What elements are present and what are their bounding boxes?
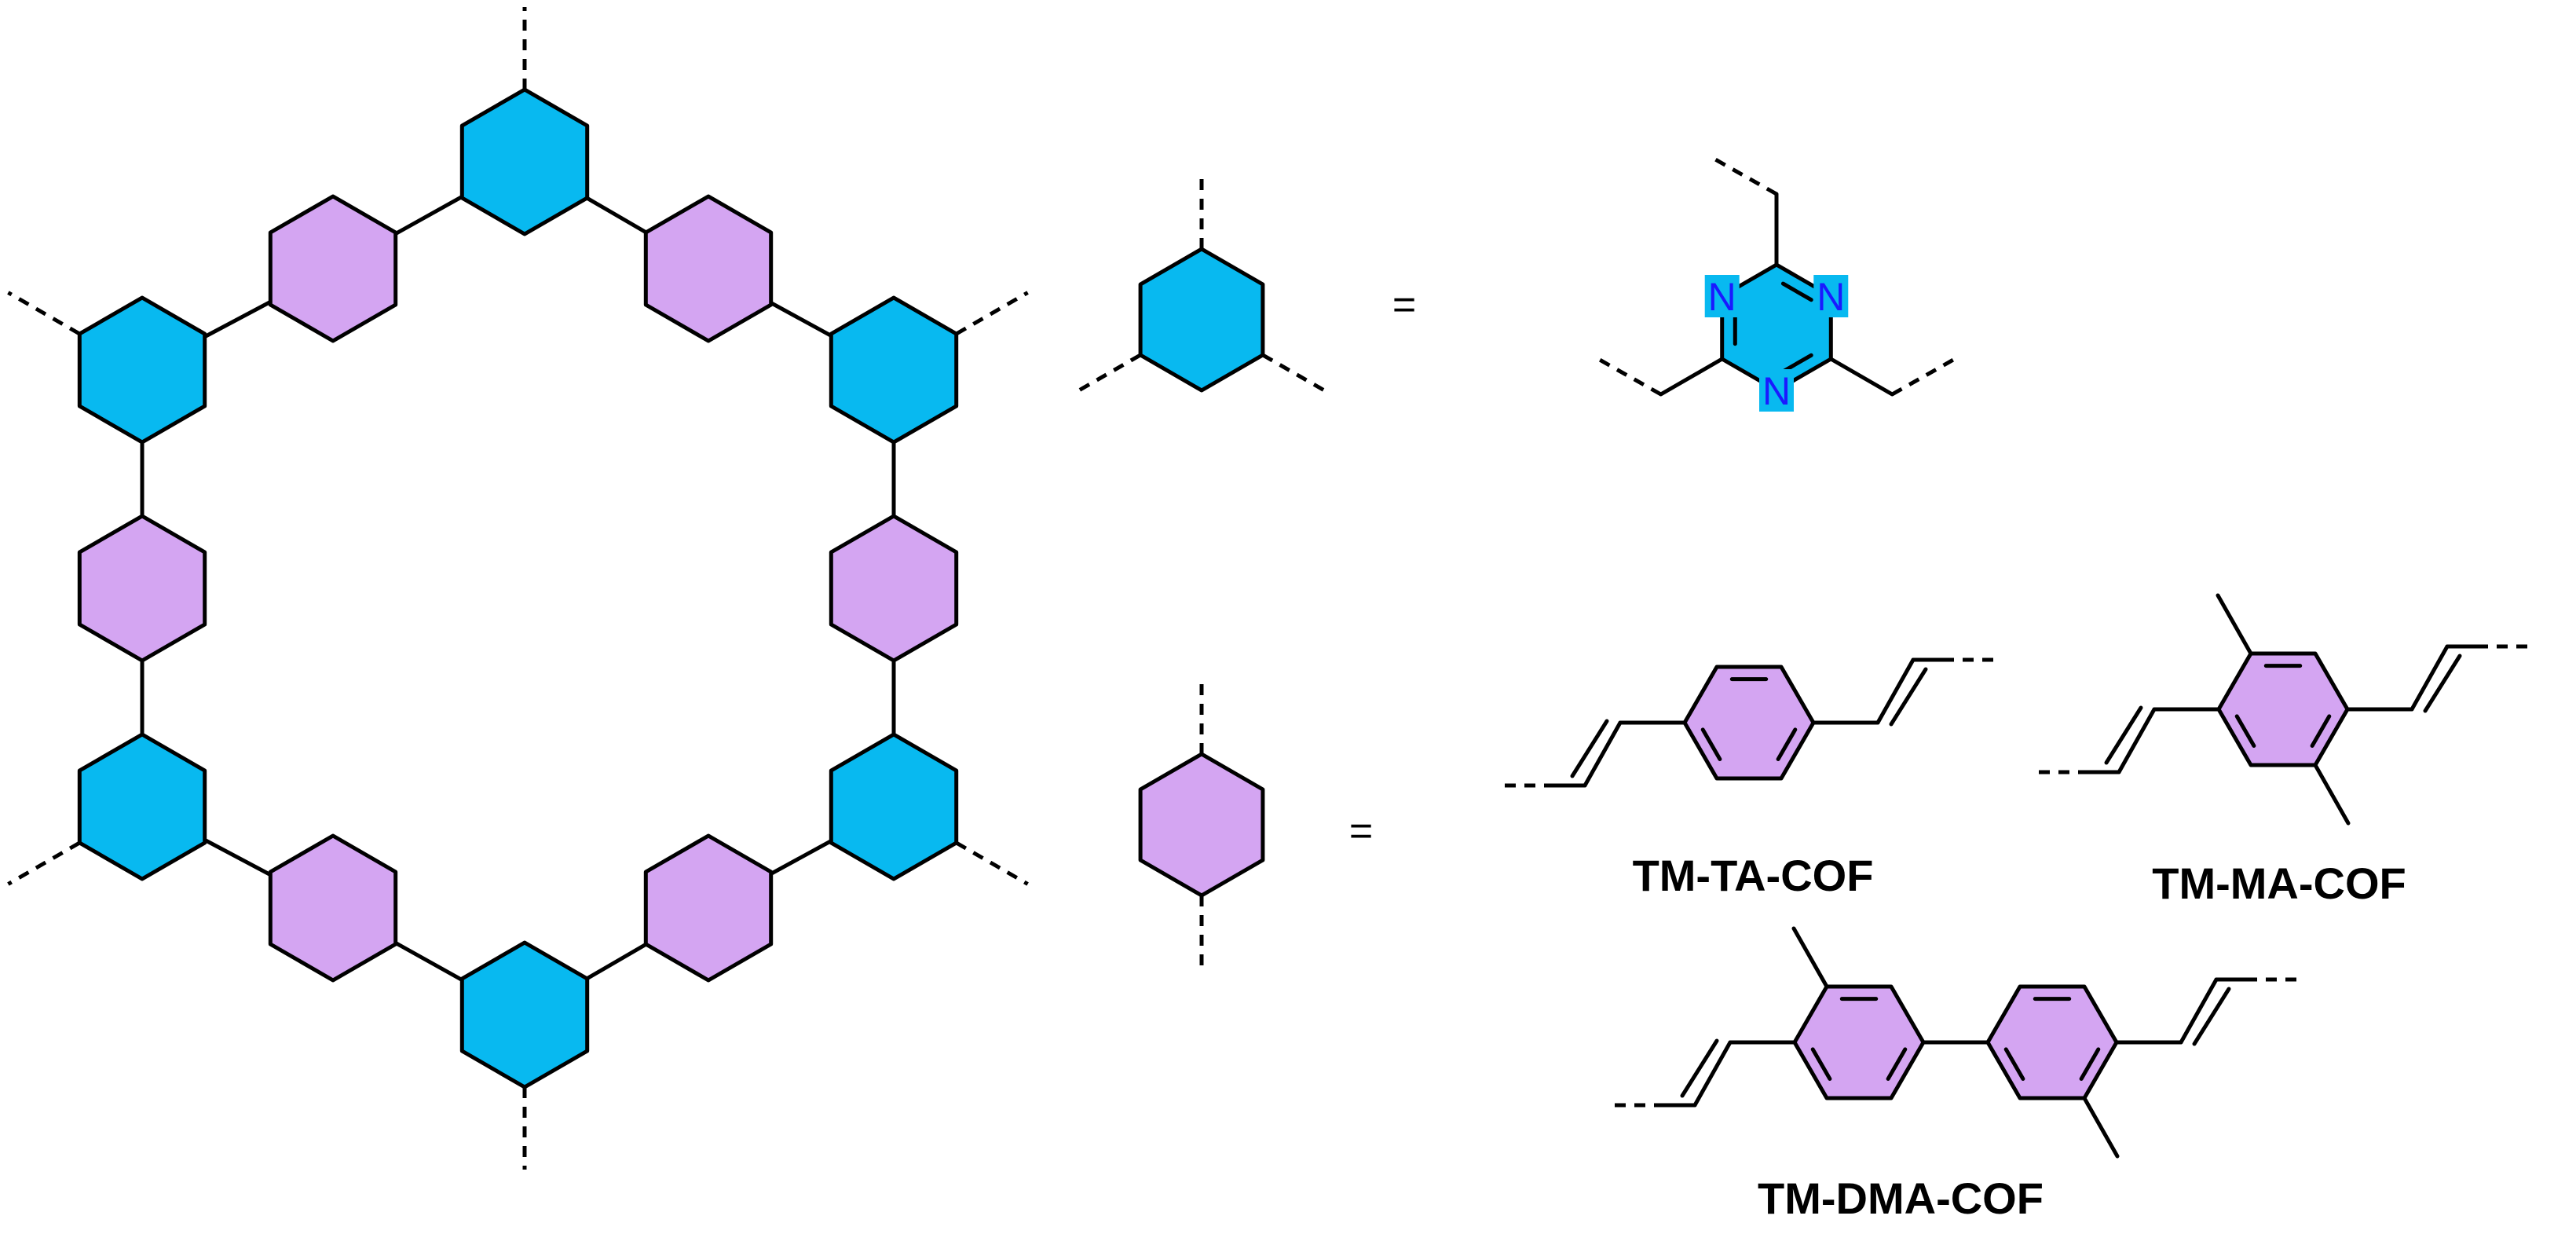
inner-double-bond bbox=[2234, 714, 2256, 748]
ta-left-bond-2b bbox=[1570, 719, 1609, 778]
node-hexagon bbox=[829, 732, 959, 881]
ma-right-bond-2 bbox=[2410, 644, 2450, 712]
linker-hexagon bbox=[829, 514, 959, 663]
label-tm-ma-cof: TM-MA-COF bbox=[2152, 859, 2406, 908]
ta-ring bbox=[1682, 665, 1816, 781]
ma-linker-structure bbox=[2031, 593, 2535, 826]
linker-legend bbox=[1138, 676, 1265, 974]
triazine-dash-left bbox=[1593, 354, 1662, 397]
atom-label-backdrop bbox=[1759, 369, 1794, 412]
triazine-node-structure: N N N bbox=[1593, 154, 1960, 413]
inner-double-bond bbox=[1810, 1047, 1832, 1081]
dma-methyl-bottom bbox=[2082, 1096, 2120, 1159]
dma-left-bond-2b bbox=[1680, 1038, 1719, 1098]
network-dangling-bond bbox=[955, 291, 1029, 336]
legend-node-dash-left bbox=[1076, 353, 1142, 394]
dma-right-bond-2b bbox=[2192, 987, 2231, 1046]
ma-methyl-bottom bbox=[2313, 763, 2351, 826]
label-tm-ta-cof: TM-TA-COF bbox=[1633, 851, 1874, 900]
ma-methyl-top bbox=[2216, 593, 2253, 656]
linker-hexagon bbox=[643, 194, 774, 343]
dma-ring-right-ring bbox=[1985, 984, 2119, 1100]
ta-linker-structure bbox=[1497, 657, 2001, 788]
triazine-bond-left bbox=[1659, 357, 1725, 397]
label-tm-dma-cof: TM-DMA-COF bbox=[1758, 1174, 2044, 1223]
linker-hexagon bbox=[77, 514, 207, 663]
node-legend bbox=[1076, 174, 1327, 394]
ma-ring bbox=[2216, 651, 2350, 767]
ma-left-bond-2 bbox=[2117, 707, 2157, 774]
ma-right-bond-2b bbox=[2423, 654, 2462, 713]
equals-sign-linker: = bbox=[1349, 808, 1373, 854]
nitrogen-atom-left: N bbox=[1708, 275, 1736, 319]
nitrogen-atom-bottom: N bbox=[1762, 369, 1791, 413]
node-hexagon bbox=[459, 940, 590, 1089]
triazine-bond-right bbox=[1828, 357, 1894, 397]
triazine-dash-top bbox=[1708, 154, 1778, 196]
network-dangling-bond bbox=[7, 840, 81, 886]
inner-double-bond bbox=[2079, 1047, 2101, 1081]
inner-double-bond bbox=[2310, 714, 2332, 748]
ta-right-bond-2b bbox=[1889, 667, 1928, 727]
node-hexagon bbox=[77, 732, 207, 881]
legend-node-hexagon bbox=[1138, 247, 1265, 393]
inner-double-bond bbox=[1776, 727, 1798, 761]
ta-left-bond-2 bbox=[1583, 720, 1623, 788]
linker-hexagon bbox=[643, 833, 774, 983]
equals-sign-node: = bbox=[1392, 282, 1416, 328]
triazine-dash-right bbox=[1891, 354, 1960, 397]
dma-left-bond-2 bbox=[1692, 1040, 1733, 1108]
legend-linker-hexagon bbox=[1138, 752, 1265, 898]
network-dangling-bond bbox=[955, 840, 1029, 886]
inner-double-bond bbox=[1780, 353, 1813, 374]
inner-double-bond bbox=[1886, 1047, 1908, 1081]
linker-hexagon bbox=[268, 833, 398, 983]
node-hexagon bbox=[829, 295, 959, 445]
ta-right-bond-2 bbox=[1875, 657, 1916, 725]
nitrogen-atom-right: N bbox=[1817, 275, 1845, 319]
node-hexagon bbox=[459, 87, 590, 236]
ma-left-bond-2b bbox=[2104, 705, 2143, 765]
inner-double-bond bbox=[1780, 281, 1813, 302]
atom-label-backdrop bbox=[1704, 275, 1740, 317]
inner-double-bond bbox=[1700, 727, 1722, 761]
hexagonal-cof-network bbox=[7, 7, 1029, 1170]
atom-label-backdrop bbox=[1813, 275, 1849, 317]
dma-ring-left-ring bbox=[1792, 984, 1926, 1100]
dma-right-bond-2 bbox=[2179, 977, 2219, 1045]
linker-hexagon bbox=[268, 194, 398, 343]
dma-methyl-top bbox=[1791, 926, 1829, 989]
dma-linker-structure bbox=[1607, 926, 2304, 1159]
node-hexagon bbox=[77, 295, 207, 445]
inner-double-bond bbox=[2003, 1047, 2025, 1081]
network-dangling-bond bbox=[7, 291, 81, 336]
legend-node-dash-right bbox=[1261, 353, 1327, 394]
